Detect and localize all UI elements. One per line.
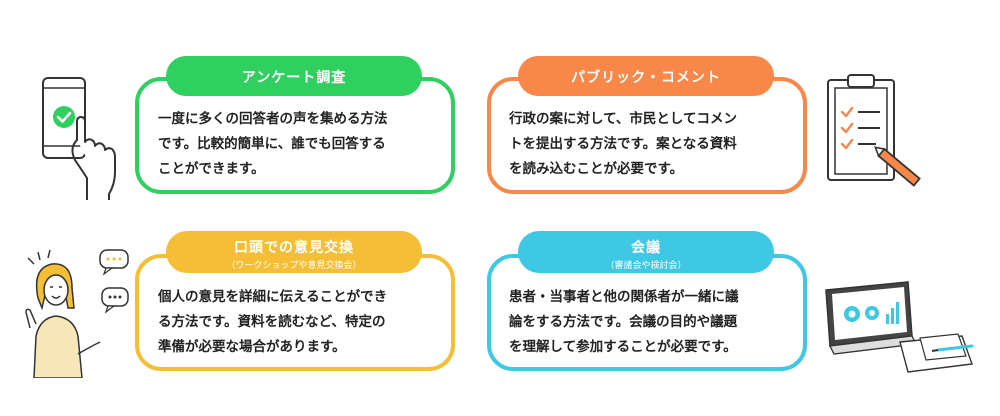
card-meeting-description: 患者・当事者と他の関係者が一緒に議 論をする方法です。会議の目的や議題 を理解し… — [509, 285, 799, 360]
description-line: を読み込むことが必要です。 — [509, 161, 684, 177]
description-line: を理解して参加することが必要です。 — [509, 339, 737, 355]
card-public-comment-title: パブリック・コメント — [571, 70, 721, 86]
description-line: 患者・当事者と他の関係者が一緒に議 — [509, 289, 739, 305]
description-line: 個人の意見を詳細に伝えることができ — [158, 289, 388, 305]
card-public-comment-description: 行政の案に対して、市民としてコメン トを提出する方法です。案となる資料 を読み込… — [509, 107, 799, 182]
card-public-comment — [487, 77, 807, 194]
description-line: 論をする方法です。会議の目的や議題 — [509, 314, 738, 330]
card-oral-exchange-title-pill: 口頭での意見交換 （ワークショップや意見交換会） — [166, 231, 422, 273]
card-meeting-title: 会議 — [631, 240, 661, 256]
card-meeting-title-pill: 会議 （審議会や検討会） — [518, 231, 774, 273]
description-line: 一度に多くの回答者の声を集める方法 — [158, 111, 388, 127]
card-public-comment-title-pill: パブリック・コメント — [518, 56, 774, 96]
description-line: る方法です。資料を読むなど、特定の — [158, 314, 386, 330]
smartphone-tap-icon — [25, 60, 135, 201]
tablet-documents-icon — [812, 280, 982, 380]
card-oral-exchange-subtitle: （ワークショップや意見交換会） — [226, 261, 362, 271]
card-survey-title: アンケート調査 — [241, 70, 347, 86]
card-survey-description: 一度に多くの回答者の声を集める方法 です。比較的簡単に、誰でも回答する ことがで… — [158, 107, 448, 182]
card-oral-exchange-title: 口頭での意見交換 — [234, 240, 354, 256]
description-line: トを提出する方法です。案となる資料 — [509, 136, 737, 152]
description-line: ことができます。 — [158, 161, 265, 177]
description-line: です。比較的簡単に、誰でも回答する — [158, 136, 386, 152]
card-meeting-subtitle: （審議会や検討会） — [605, 261, 687, 271]
card-oral-exchange-description: 個人の意見を詳細に伝えることができ る方法です。資料を読むなど、特定の 準備が必… — [158, 285, 448, 360]
description-line: 準備が必要な場合があります。 — [158, 339, 346, 355]
card-oral-exchange — [135, 254, 455, 371]
clipboard-checklist-icon — [818, 72, 933, 197]
card-survey-title-pill: アンケート調査 — [166, 56, 422, 96]
speaking-person-icon — [20, 238, 138, 379]
description-line: 行政の案に対して、市民としてコメン — [509, 111, 738, 127]
